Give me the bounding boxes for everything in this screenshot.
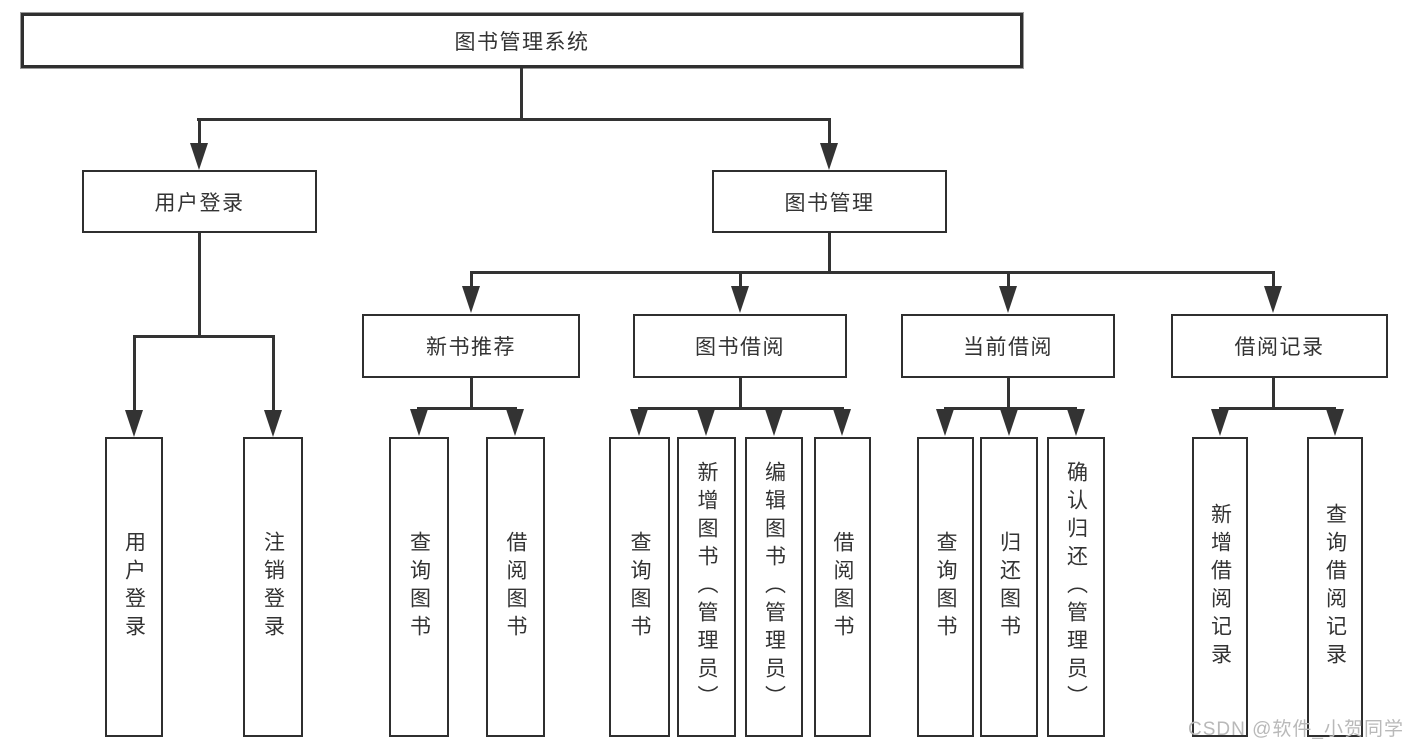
leaf-user-login: 用户登录: [105, 437, 163, 737]
connector-line: [638, 407, 844, 410]
leaf-query-borrow-record: 查询借阅记录: [1307, 437, 1363, 737]
leaf-confirm-return-admin: 确认归还（管理员）: [1047, 437, 1105, 737]
arrow-down: [999, 286, 1017, 313]
connector-line: [198, 233, 201, 337]
leaf-label: 查询图书: [628, 531, 651, 643]
connector-line: [1272, 378, 1275, 409]
node-borrowing-records: 借阅记录: [1171, 314, 1388, 378]
leaf-label: 查询图书: [934, 531, 957, 643]
node-new-book-recommendation: 新书推荐: [362, 314, 580, 378]
csdn-watermark: CSDN @软件_小贺同学: [1188, 719, 1404, 740]
arrow-down: [820, 143, 838, 170]
leaf-logout: 注销登录: [243, 437, 303, 737]
connector-line: [1007, 271, 1010, 288]
leaf-query-books-borrowing: 查询图书: [609, 437, 670, 737]
leaf-label: 编辑图书（管理员）: [762, 461, 786, 713]
connector-line: [133, 335, 275, 338]
node-label: 图书管理系统: [454, 30, 590, 54]
node-label: 图书借阅: [695, 336, 785, 359]
connector-line: [470, 378, 473, 409]
node-current-borrowing: 当前借阅: [901, 314, 1115, 378]
connector-line: [272, 335, 275, 413]
leaf-query-books-current: 查询图书: [917, 437, 974, 737]
connector-line: [944, 407, 1077, 410]
leaf-return-books: 归还图书: [980, 437, 1038, 737]
arrow-down: [833, 409, 851, 436]
arrow-down: [462, 286, 480, 313]
leaf-label: 新增图书（管理员）: [695, 461, 718, 713]
connector-line: [1007, 378, 1010, 409]
connector-line: [417, 407, 517, 410]
arrow-down: [125, 410, 143, 437]
leaf-label: 借阅图书: [504, 531, 527, 643]
arrow-down: [1000, 409, 1018, 436]
connector-line: [520, 68, 523, 121]
node-label: 用户登录: [154, 191, 245, 215]
arrow-down: [264, 410, 282, 437]
connector-line: [470, 271, 1275, 274]
arrow-down: [506, 409, 524, 436]
leaf-borrow-books: 借阅图书: [814, 437, 871, 737]
arrow-down: [190, 143, 208, 170]
node-book-borrowing: 图书借阅: [633, 314, 847, 378]
connector-line: [828, 118, 831, 146]
arrow-down: [765, 409, 783, 436]
node-book-management: 图书管理: [712, 170, 947, 233]
leaf-borrow-books-recommend: 借阅图书: [486, 437, 545, 737]
node-user-login: 用户登录: [82, 170, 317, 233]
arrow-down: [1326, 409, 1344, 436]
arrow-down: [697, 409, 715, 436]
leaf-add-books-admin: 新增图书（管理员）: [677, 437, 736, 737]
node-label: 新书推荐: [426, 336, 516, 359]
arrow-down: [1067, 409, 1085, 436]
leaf-edit-books-admin: 编辑图书（管理员）: [745, 437, 803, 737]
leaf-label: 归还图书: [997, 531, 1021, 643]
arrow-down: [410, 409, 428, 436]
node-label: 图书管理: [784, 191, 875, 215]
leaf-add-borrow-record: 新增借阅记录: [1192, 437, 1248, 737]
arrow-down: [1264, 286, 1282, 313]
leaf-label: 确认归还（管理员）: [1064, 461, 1088, 713]
arrow-down: [936, 409, 954, 436]
leaf-label: 注销登录: [261, 531, 285, 643]
leaf-label: 查询图书: [407, 531, 431, 643]
leaf-label: 查询借阅记录: [1323, 503, 1347, 671]
arrow-down: [1211, 409, 1229, 436]
arrow-down: [630, 409, 648, 436]
connector-line: [197, 118, 831, 121]
connector-line: [470, 271, 473, 288]
leaf-label: 用户登录: [122, 531, 146, 643]
connector-line: [739, 271, 742, 288]
node-library-management-system: 图书管理系统: [21, 13, 1023, 68]
leaf-query-books-recommend: 查询图书: [389, 437, 449, 737]
arrow-down: [731, 286, 749, 313]
connector-line: [739, 378, 742, 409]
connector-line: [1272, 271, 1275, 288]
leaf-label: 新增借阅记录: [1208, 503, 1232, 671]
connector-line: [198, 118, 201, 146]
node-label: 借阅记录: [1234, 336, 1325, 359]
connector-line: [828, 233, 831, 273]
node-label: 当前借阅: [963, 336, 1053, 359]
connector-line: [133, 335, 136, 413]
leaf-label: 借阅图书: [831, 531, 854, 643]
connector-line: [1219, 407, 1336, 410]
